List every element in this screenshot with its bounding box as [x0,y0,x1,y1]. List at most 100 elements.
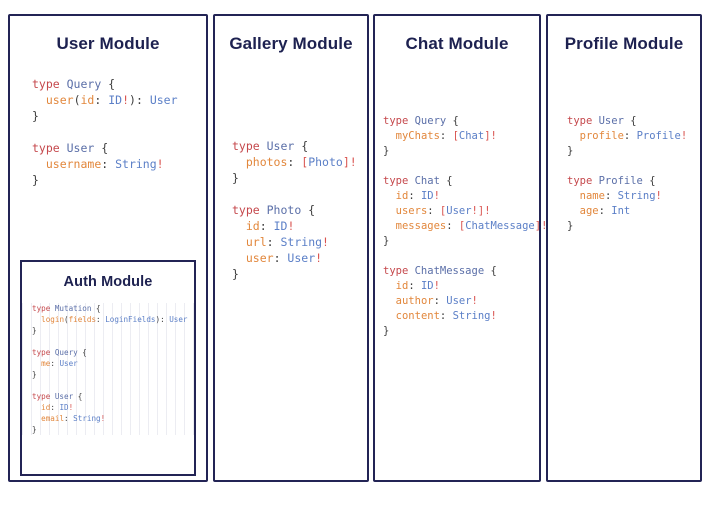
code-line: type User { [232,138,367,154]
code-token-punc: : [135,93,150,108]
code-token-bang: ! [484,205,491,218]
code-token-punc: { [77,348,87,358]
code-line: id: ID! [32,402,194,413]
panel-user-module[interactable]: User Module type Query { user(id: ID!): … [8,14,208,482]
code-token-field: content [395,310,440,323]
code-line: username: String! [32,156,206,172]
code-token-type: Query [414,115,447,128]
code-token-punc: : [439,310,453,323]
code-line: profile: Profile! [567,129,700,144]
code-line: user: User! [232,250,367,266]
code-block-spacer [383,159,539,174]
code-token-bang: ! [680,130,688,143]
code-token-val: Photo [308,155,343,170]
code-token-punc [383,205,396,217]
code-token-punc: ( [73,93,81,108]
code-token-field: me [41,359,51,369]
code-token-field: user [245,251,274,266]
code-token-bang: ! [156,157,164,172]
code-line: login(fields: LoginFields): User [32,314,194,325]
code-token-punc: } [383,145,390,158]
code-line: user(id: ID!): User [32,92,206,108]
code-token-field: myChats [395,130,440,143]
code-token-punc: ) [129,93,136,108]
code-block: type Photo { id: ID! url: String! user: … [232,202,367,282]
code-line: } [32,325,194,336]
code-token-punc: : [50,403,60,413]
code-token-field: username [45,157,102,172]
code-line: type User { [32,391,194,402]
code-token-bang: ! [490,130,497,143]
code-line: type User { [567,114,700,129]
code-token-punc [383,310,396,322]
code-token-field: users [395,205,428,218]
code-token-val: Profile [636,130,681,143]
code-token-punc: : [446,220,459,233]
code-token-punc: { [439,175,453,188]
code-token-punc: : [408,190,421,203]
code-block: type User { username: String!} [32,140,206,188]
code-token-kw: type [32,141,67,156]
code-token-bang: ] [484,130,491,143]
code-token-type: Query [54,348,78,358]
code-token-type: Query [66,77,102,92]
code-line: } [383,324,539,339]
code-blocks-gallery-module: type User { photos: [Photo]!}type Photo … [232,138,367,282]
code-token-bang: ! [433,280,440,293]
panel-chat-module[interactable]: Chat Module type Query { myChats: [Chat]… [373,14,547,482]
code-token-punc [383,295,396,307]
code-token-val: Chat [458,130,485,143]
code-token-val: ChatMessage [465,220,535,233]
code-token-bang: ! [655,190,662,203]
code-token-field: name [579,190,605,203]
code-line: name: String! [567,189,700,204]
code-line: type Mutation { [32,303,194,314]
code-token-field: user [45,93,74,108]
code-token-punc: } [383,235,390,248]
code-token-punc: { [642,175,656,188]
code-token-punc: { [101,77,116,92]
code-token-type: Chat [414,175,440,188]
code-block: type Query { user(id: ID!): User} [32,76,206,124]
code-token-punc: { [484,265,497,278]
code-token-val: User [446,205,472,218]
code-token-val: User [169,315,188,325]
code-token-punc [232,251,246,265]
code-token-punc [32,315,41,324]
code-token-punc [383,130,396,142]
code-token-punc [32,93,46,107]
code-token-punc: : [160,315,170,325]
code-line: } [232,170,367,186]
code-area-gallery-module: type User { photos: [Photo]!}type Photo … [215,138,367,282]
code-line: id: ID! [383,189,539,204]
code-token-kw: type [232,203,267,218]
code-line: content: String! [383,309,539,324]
code-blocks-chat-module: type Query { myChats: [Chat]!}type Chat … [383,114,547,339]
code-token-bang: [ [301,155,309,170]
panel-auth-module[interactable]: Auth Module type Mutation { login(fields… [20,260,196,476]
code-token-punc: : [101,157,116,172]
code-line: type User { [32,140,206,156]
code-token-field: age [579,205,599,218]
code-token-punc: ( [64,315,69,325]
code-token-punc [383,220,396,232]
code-token-bang: ! [315,251,323,266]
code-block: type Query { myChats: [Chat]!} [383,114,539,159]
code-token-bang: ] [477,205,485,218]
code-token-val: User [149,93,178,108]
panel-profile-module[interactable]: Profile Module type User { profile: Prof… [546,14,702,482]
panel-gallery-module[interactable]: Gallery Module type User { photos: [Phot… [213,14,369,482]
code-token-type: User [66,141,95,156]
code-token-kw: type [32,77,67,92]
code-line: } [32,108,206,124]
code-token-val: User [446,295,472,308]
code-token-bang: ] [534,220,542,233]
code-token-val: String [115,157,157,172]
code-token-val: String [280,235,323,250]
code-token-bang: ] [342,155,350,170]
code-line: id: ID! [383,279,539,294]
code-line: type Query { [32,76,206,92]
code-token-kw: type [32,304,55,314]
code-token-punc [567,205,580,217]
panel-title-gallery-module: Gallery Module [229,34,353,53]
